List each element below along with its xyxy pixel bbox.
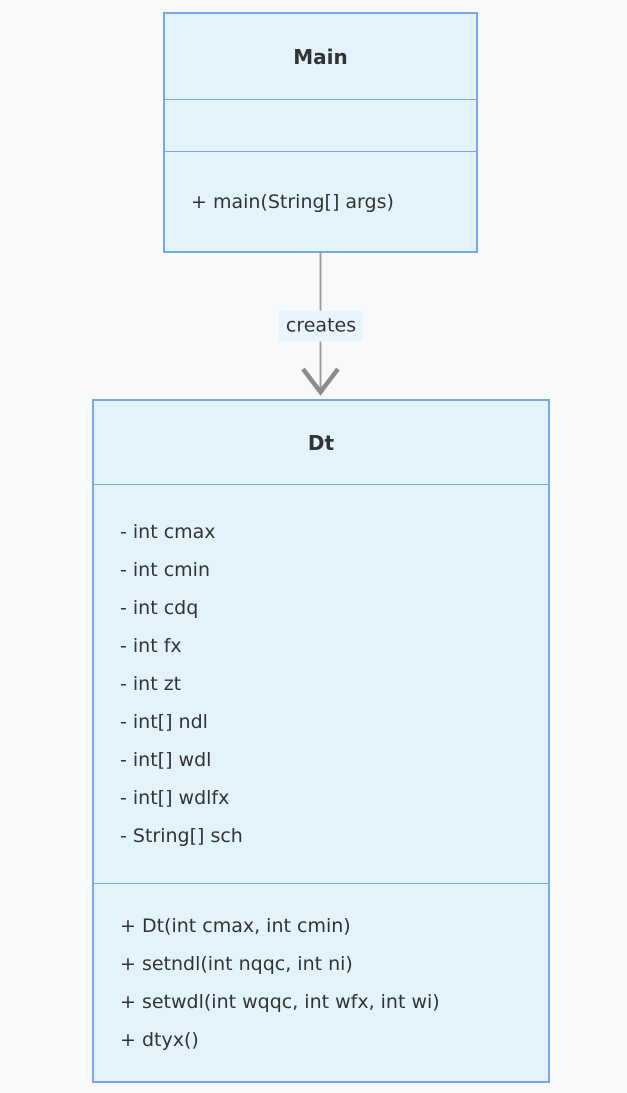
method-line: + setwdl(int wqqc, int wfx, int wi) bbox=[120, 990, 440, 1013]
class-node-dt: Dt - int cmax - int cmin - int cdq - int… bbox=[92, 399, 550, 1083]
attribute-line: - int[] ndl bbox=[120, 711, 208, 733]
class-main-title: Main bbox=[165, 14, 476, 100]
attribute-line: - int[] wdlfx bbox=[120, 787, 230, 809]
class-dt-methods: + Dt(int cmax, int cmin) + setndl(int nq… bbox=[94, 884, 548, 1081]
attribute-line: - int zt bbox=[120, 673, 182, 695]
method-line: + main(String[] args) bbox=[191, 190, 394, 213]
class-main-methods: + main(String[] args) bbox=[165, 152, 476, 251]
attribute-line: - int cmin bbox=[120, 559, 210, 581]
class-node-main: Main + main(String[] args) bbox=[163, 12, 478, 253]
attribute-line: - int[] wdl bbox=[120, 749, 212, 771]
class-main-attributes bbox=[165, 100, 476, 152]
edge-label: creates bbox=[278, 310, 364, 342]
attribute-line: - int cmax bbox=[120, 521, 216, 543]
attribute-line: - int cdq bbox=[120, 597, 199, 619]
class-dt-title: Dt bbox=[94, 401, 548, 485]
class-dt-attributes: - int cmax - int cmin - int cdq - int fx… bbox=[94, 485, 548, 884]
method-line: + setndl(int nqqc, int ni) bbox=[120, 952, 353, 975]
attribute-line: - String[] sch bbox=[120, 825, 243, 847]
method-line: + Dt(int cmax, int cmin) bbox=[120, 914, 351, 937]
open-arrowhead-icon bbox=[301, 367, 340, 396]
attribute-line: - int fx bbox=[120, 635, 182, 657]
method-line: + dtyx() bbox=[120, 1028, 199, 1051]
